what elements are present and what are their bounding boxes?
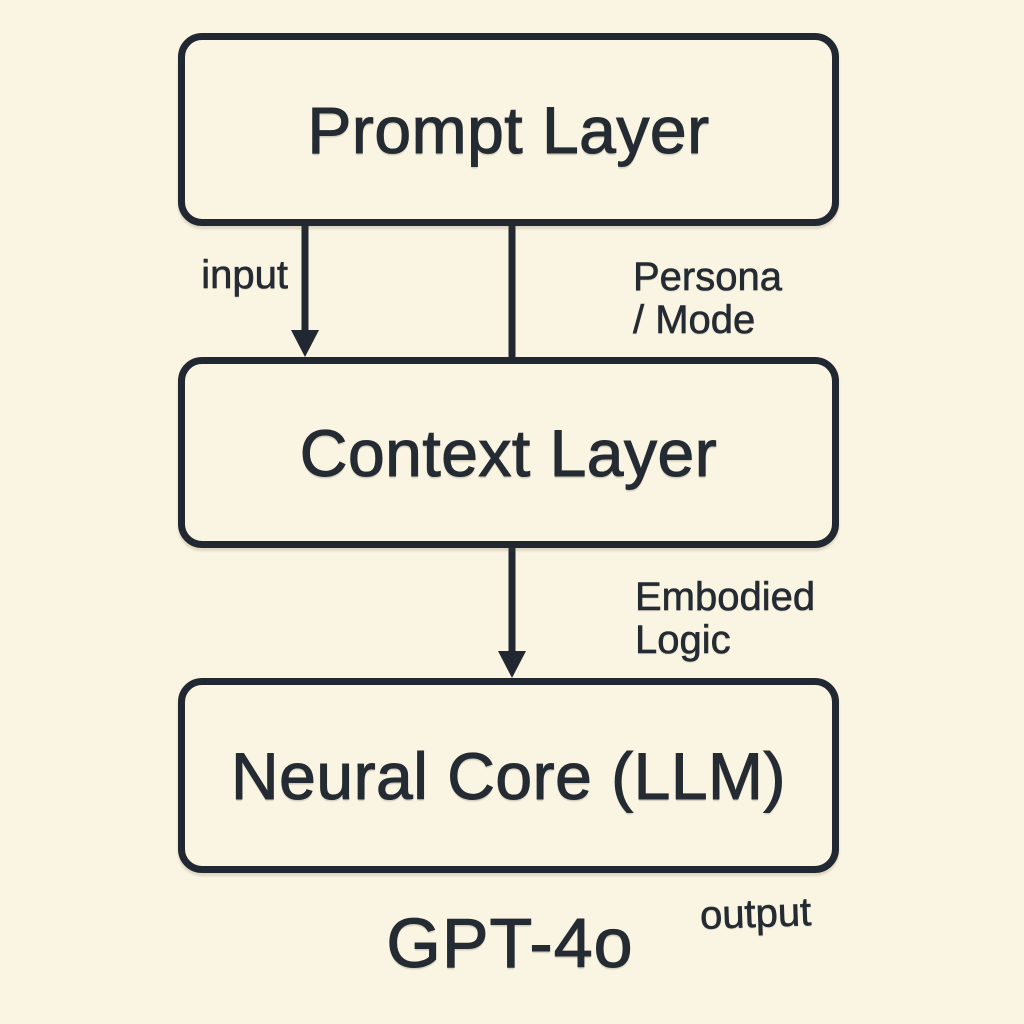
node-prompt-layer-label: Prompt Layer <box>307 92 710 167</box>
node-context-layer-label: Context Layer <box>299 415 718 490</box>
edge-label-embodied-line1: Embodied <box>635 575 816 619</box>
edge-label-embodied-line2: Logic <box>635 618 731 662</box>
edge-input-arrow <box>291 222 319 357</box>
model-caption: GPT-4o <box>0 903 1024 983</box>
node-neural-core: Neural Core (LLM) <box>178 678 839 873</box>
edge-label-input: input <box>201 253 288 297</box>
node-neural-core-label: Neural Core (LLM) <box>230 738 786 813</box>
node-context-layer: Context Layer <box>178 357 839 548</box>
node-prompt-layer: Prompt Layer <box>178 33 839 226</box>
edge-label-persona-mode: Persona / Mode <box>633 255 783 342</box>
edge-label-persona-line2: / Mode <box>633 298 756 342</box>
edge-embodied-arrow <box>498 545 526 678</box>
edge-label-embodied-logic: Embodied Logic <box>635 575 816 662</box>
edge-label-persona-line1: Persona <box>633 255 783 299</box>
output-label: output <box>699 890 812 938</box>
model-caption-text: GPT-4o <box>386 903 634 982</box>
